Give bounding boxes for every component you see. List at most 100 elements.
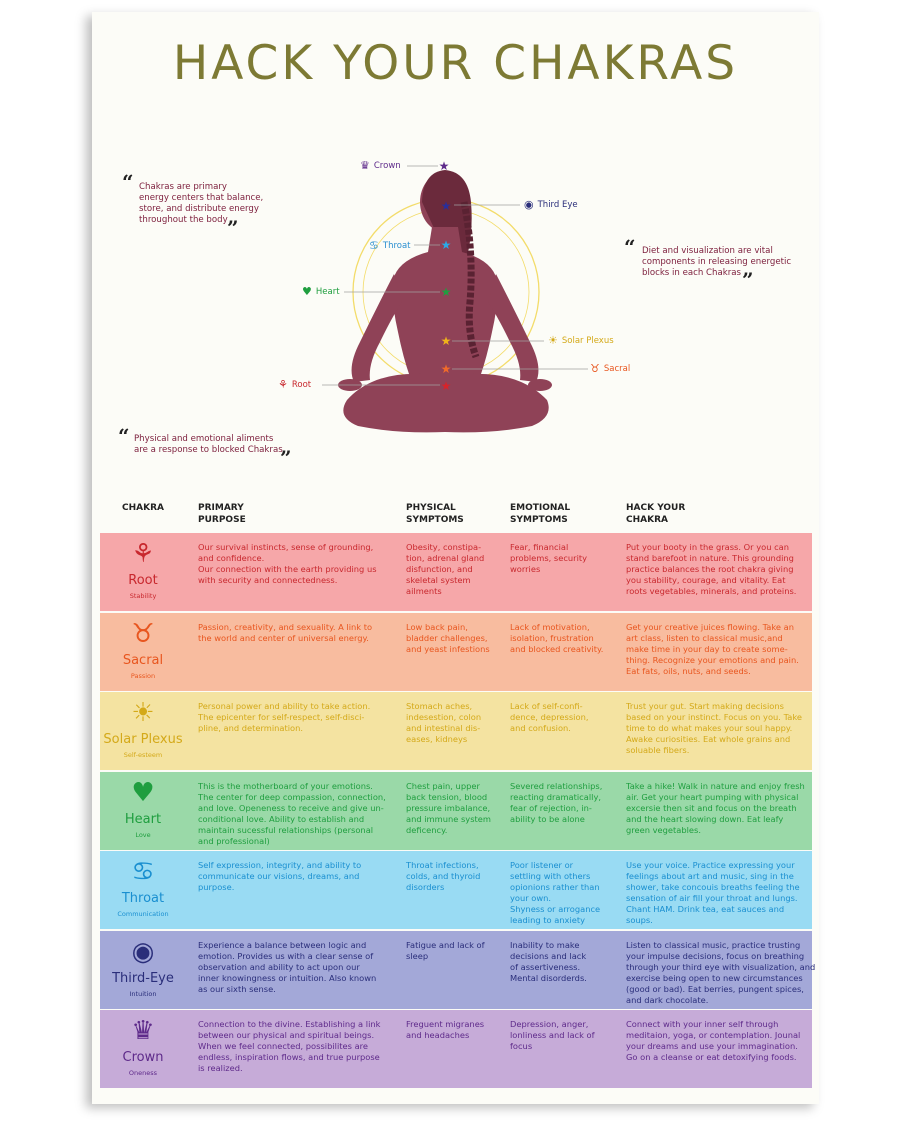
cell-emotional: Poor listener or settling with others op…	[510, 860, 601, 925]
cell-purpose: Personal power and ability to take actio…	[198, 701, 371, 733]
svg-text:★: ★	[441, 285, 452, 299]
poster: HACK YOUR CHAKRAS ★ ★ ★ ★ ★	[92, 12, 819, 1104]
quote-line: throughout the body	[139, 215, 228, 225]
header-primary-purpose: PRIMARY PURPOSE	[198, 503, 246, 525]
cell-purpose: Passion, creativity, and sexuality. A li…	[198, 621, 373, 643]
svg-text:★: ★	[441, 334, 452, 348]
cell-emotional: Inability to make decisions and lack of …	[510, 939, 587, 983]
svg-text:★: ★	[441, 238, 452, 252]
cell-hack: Get your creative juices flowing. Take a…	[626, 621, 799, 676]
cell-physical: Low back pain, bladder challenges, and y…	[406, 621, 490, 654]
chakra-subtitle: Love	[135, 830, 151, 839]
quote-line: Chakras are primary	[139, 182, 227, 192]
lungs-icon: ♋	[131, 857, 155, 887]
quote-chakras-primary: Chakras are primary energy centers that …	[139, 182, 263, 226]
chakra-subtitle: Self-esteem	[123, 751, 163, 759]
chakra-subtitle: Communication	[117, 910, 169, 918]
quote-line: Physical and emotional aliments	[134, 434, 274, 444]
cell-purpose: Connection to the divine. Establishing a…	[198, 1019, 381, 1073]
close-quote-icon: ”	[227, 216, 239, 240]
cell-emotional: Depression, anger, lonliness and lack of…	[510, 1019, 595, 1051]
header-chakra: CHAKRA	[122, 503, 164, 513]
chakra-subtitle: Passion	[130, 671, 156, 680]
label-crown-text: Crown	[373, 160, 401, 171]
heart-icon: ♥	[131, 777, 155, 808]
cell-hack: Use your voice. Practice expressing your…	[626, 860, 800, 925]
eye-icon: ◉	[524, 198, 534, 211]
quote-line: are a response to blocked Chakras	[134, 445, 283, 455]
crown-icon: ♛	[131, 1016, 155, 1046]
cell-purpose: Our survival instincts, sense of groundi…	[198, 542, 377, 585]
label-throat-text: Throat	[382, 240, 411, 251]
cell-hack: Take a hike! Walk in nature and enjoy fr…	[626, 780, 805, 835]
quote-diet-visualization: Diet and visualization are vital compone…	[642, 246, 791, 279]
cell-physical: Fatigue and lack of sleep	[406, 939, 485, 961]
chakra-name: Heart	[124, 811, 162, 827]
meditation-figure: ★ ★ ★ ★ ★ ★ ★	[322, 159, 588, 433]
label-throat: ♋ Throat	[369, 239, 411, 252]
quote-line: components in releasing energetic	[642, 257, 792, 267]
sacral-icon: ♉	[590, 362, 600, 375]
sacral-icon: ♉	[131, 618, 155, 649]
cell-hack: Put your booty in the grass. Or you can …	[626, 542, 797, 596]
cell-physical: Obesity, constipa- tion, adrenal gland d…	[406, 542, 485, 596]
page-title: HACK YOUR CHAKRAS	[172, 36, 739, 91]
label-heart-text: Heart	[315, 286, 340, 297]
header-physical-symptoms: PHYSICAL SYMPTOMS	[406, 503, 464, 525]
lungs-icon: ♋	[369, 239, 379, 252]
cell-physical: Throat infections, colds, and thyroid di…	[406, 860, 481, 892]
close-quote-icon: ”	[742, 268, 754, 292]
svg-text:★: ★	[441, 199, 452, 213]
chakra-name: Throat	[121, 891, 165, 906]
crown-icon: ♛	[360, 159, 370, 172]
label-sacral: ♉ Sacral	[590, 362, 630, 375]
cell-physical: Chest pain, upper back tension, blood pr…	[406, 780, 491, 835]
header-hack-your-chakra: HACK YOUR CHAKRA	[626, 503, 686, 525]
label-third-eye: ◉ Third Eye	[524, 198, 578, 211]
label-root-text: Root	[291, 379, 312, 390]
label-sacral-text: Sacral	[603, 363, 631, 374]
quote-line: blocks in each Chakras	[642, 268, 742, 278]
open-quote-icon: “	[118, 424, 130, 448]
chakra-subtitle: Stability	[129, 592, 157, 600]
root-icon: ⚘	[131, 539, 155, 569]
eye-icon: ◉	[131, 936, 155, 967]
label-crown: ♛ Crown	[360, 159, 401, 172]
label-third-eye-text: Third Eye	[537, 199, 578, 210]
cell-purpose: Self expression, integrity, and ability …	[198, 860, 362, 892]
cell-hack: Listen to classical music, practice trus…	[626, 939, 816, 1005]
chakra-name: Solar Plexus	[103, 732, 183, 747]
chakra-name: Root	[128, 573, 158, 588]
sun-icon: ☀	[131, 698, 155, 728]
cell-purpose: Experience a balance between logic and e…	[198, 939, 377, 994]
chakra-subtitle: Oneness	[128, 1069, 158, 1077]
cell-hack: Trust your gut. Start making decisions b…	[626, 701, 802, 755]
chakra-name: Third-Eye	[112, 970, 174, 986]
cell-physical: Freguent migranes and headaches	[406, 1019, 485, 1040]
open-quote-icon: “	[122, 170, 134, 194]
svg-text:★: ★	[441, 362, 452, 376]
cell-physical: Stomach aches, indesestion, colon and in…	[406, 701, 482, 744]
cell-emotional: Lack of self-confi- dence, depression, a…	[510, 701, 589, 733]
chakra-name: Sacral	[122, 652, 164, 668]
heart-icon: ♥	[302, 285, 312, 298]
svg-text:★: ★	[441, 379, 452, 393]
root-icon: ⚘	[278, 378, 288, 391]
close-quote-icon: ”	[280, 446, 292, 470]
chakra-subtitle: Intuition	[129, 989, 157, 998]
quote-line: energy centers that balance,	[139, 193, 264, 203]
label-root: ⚘ Root	[278, 378, 311, 391]
open-quote-icon: “	[624, 235, 636, 259]
label-solar-plexus-text: Solar Plexus	[561, 335, 614, 346]
sun-icon: ☀	[548, 334, 558, 347]
quote-line: Diet and visualization are vital	[642, 246, 773, 256]
label-heart: ♥ Heart	[302, 285, 340, 298]
cell-emotional: Lack of motivation, isolation, frustrati…	[510, 621, 604, 654]
cell-emotional: Fear, financial problems, security worri…	[510, 542, 588, 574]
